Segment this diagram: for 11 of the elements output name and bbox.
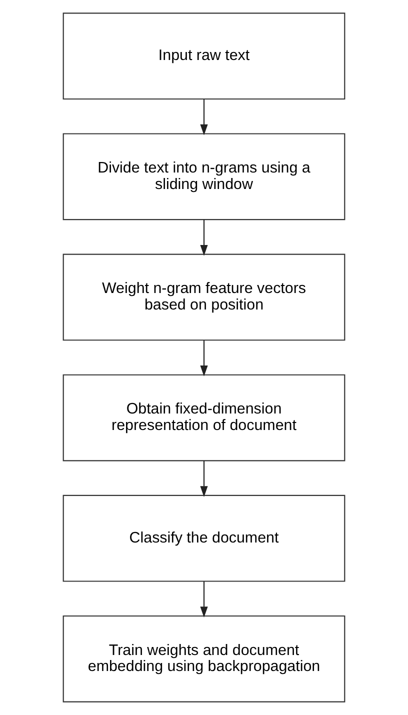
node-box: Weight n-gram feature vectors based on position: [62, 254, 346, 341]
node-box: Obtain fixed-dimension representation of document: [62, 374, 346, 462]
arrow: [200, 340, 208, 376]
node-box: Divide text into n-grams using a sliding window: [62, 133, 346, 220]
node-box: Classify the document: [62, 494, 346, 582]
arrow: [200, 460, 208, 497]
node-box: Train weights and document embedding using backpropagation: [62, 615, 346, 702]
arrow: [200, 582, 208, 618]
arrow: [200, 99, 208, 136]
node-box: Input raw text: [62, 12, 346, 100]
arrow: [200, 220, 208, 256]
